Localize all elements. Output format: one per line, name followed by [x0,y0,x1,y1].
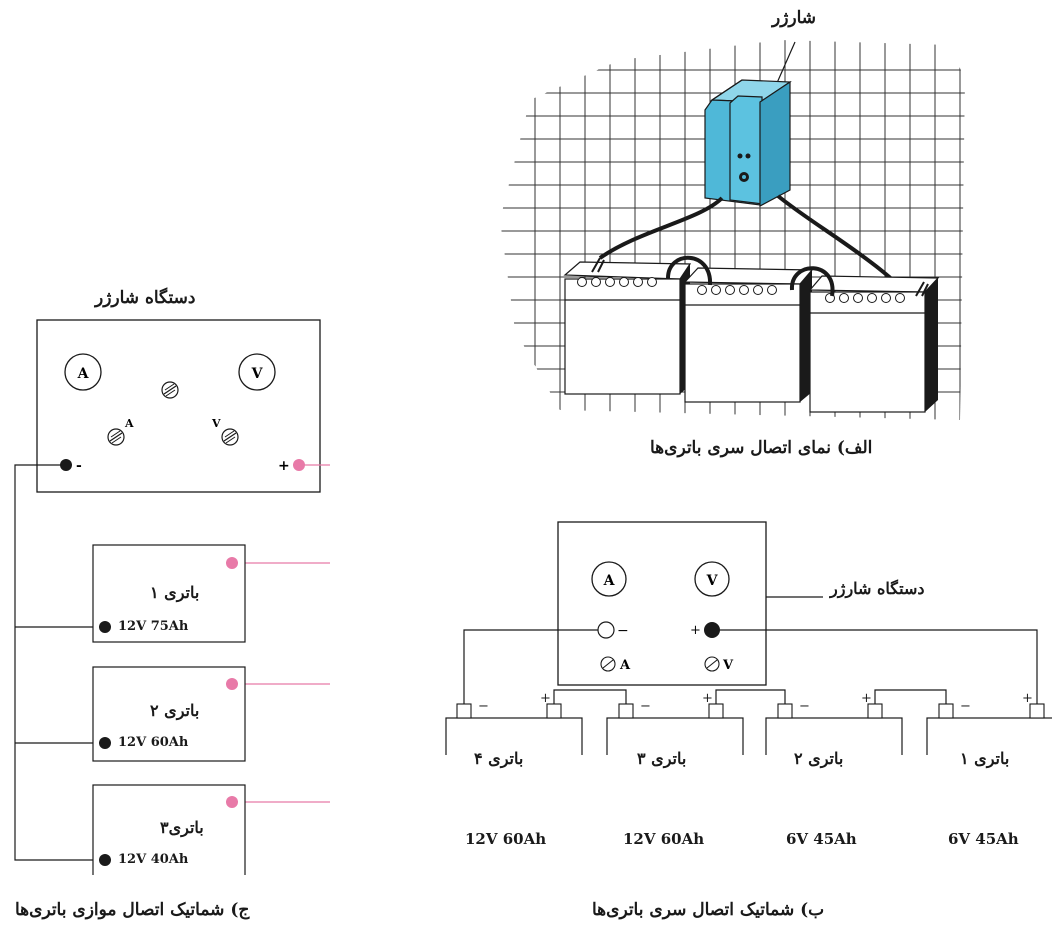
svg-text:−: − [799,699,810,714]
panel-c-voltmeter [238,353,276,391]
panel-a-charger-unit [704,79,792,207]
panel-a-battery-middle [683,267,814,403]
panel-c-charger-label: دستگاه شارژر [95,288,196,308]
panel-b-battery-1-rating: 6V 45Ah [948,830,1019,848]
panel-a-illustration [500,40,965,420]
panel-c-knob-a-icon [107,428,125,446]
panel-b-battery-3-box [606,717,744,755]
panel-c-center-knob-icon [161,381,179,399]
panel-b-positive-lead [720,629,1038,705]
panel-b-battery-4-name: باتری ۴ [474,749,524,768]
panel-b-knob-v-icon [704,656,720,672]
panel-c-minus-label: - [76,458,82,474]
panel-b-caption: ب) شماتیک اتصال سری باتری‌ها [592,900,825,920]
panel-b-ammeter-label: A [603,573,616,589]
panel-b-battery-2-rating: 6V 45Ah [786,830,857,848]
panel-c-battery-3-negative [99,854,111,866]
panel-b-battery-4-box [445,717,583,755]
panel-c-plus-label: + [278,458,290,474]
panel-c-knob-a-label: A [124,417,134,430]
panel-c-positive-terminal [293,459,305,471]
panel-b-minus-label: − [617,623,629,639]
panel-c-diagram: A V A V - + [14,319,330,875]
panel-c-battery-2-box [92,666,246,762]
panel-a-battery-right [808,275,940,413]
panel-a-battery-left [563,261,692,395]
panel-c-charger-box [36,319,321,493]
panel-b-battery-4-rating: 12V 60Ah [465,830,547,848]
panel-c-ammeter-label: A [77,366,90,382]
panel-b-voltmeter [694,561,730,597]
panel-c-battery-2-name: باتری ۲ [150,701,200,720]
svg-text:−: − [960,699,971,714]
panel-c-battery-1-negative [99,621,111,633]
panel-c-caption: ج) شماتیک اتصال موازی باتری‌ها [15,900,250,920]
panel-b-negative-terminal [597,621,615,639]
svg-text:−: − [478,699,489,714]
svg-text:−: − [640,699,651,714]
panel-b-battery-2-name: باتری ۲ [794,749,844,768]
panel-b-plus-label: + [690,623,701,638]
panel-b-battery-3-name: باتری ۳ [637,749,687,768]
panel-c-battery-2-negative [99,737,111,749]
panel-a-caption: الف) نمای اتصال سری باتری‌ها [650,438,873,458]
panel-c-battery-2-rating: 12V 60Ah [118,735,189,750]
panel-c-battery-3-name: باتری۳ [160,818,204,837]
panel-b-battery-3-rating: 12V 60Ah [623,830,705,848]
panel-b-battery-1-name: باتری ۱ [960,749,1010,768]
svg-text:+: + [861,691,872,706]
panel-b-ammeter [591,561,627,597]
panel-c-voltmeter-label: V [251,366,264,382]
panel-c-battery-1-box [92,544,246,643]
panel-c-battery-3-rating: 12V 40Ah [118,852,189,867]
svg-text:+: + [540,691,551,706]
panel-a-charger-label: شارژر [772,8,817,28]
panel-b-knob-v-label: V [722,658,734,673]
svg-text:+: + [1022,691,1033,706]
panel-c-knob-v-icon [221,428,239,446]
panel-b-negative-lead [463,629,598,705]
svg-text:+: + [702,691,713,706]
panel-c-knob-v-label: V [211,417,221,430]
panel-b-knob-a-icon [600,656,616,672]
panel-c-negative-terminal [60,459,72,471]
panel-b-voltmeter-label: V [706,573,719,589]
panel-b-charger-label: دستگاه شارژر [830,579,925,598]
panel-c-battery-1-name: باتری ۱ [150,583,200,602]
panel-b-charger-box [557,521,767,686]
panel-c-ammeter [64,353,102,391]
panel-c-battery-3-box [92,784,246,875]
panel-c-battery-1-rating: 12V 75Ah [118,619,189,634]
panel-b-diagram: A V − + A V [445,521,1052,755]
panel-b-battery-1-box [926,717,1052,755]
panel-c-negative-bus [14,464,105,861]
panel-b-battery-2-box [765,717,903,755]
panel-b-positive-terminal [704,622,720,638]
panel-b-knob-a-label: A [619,658,631,673]
